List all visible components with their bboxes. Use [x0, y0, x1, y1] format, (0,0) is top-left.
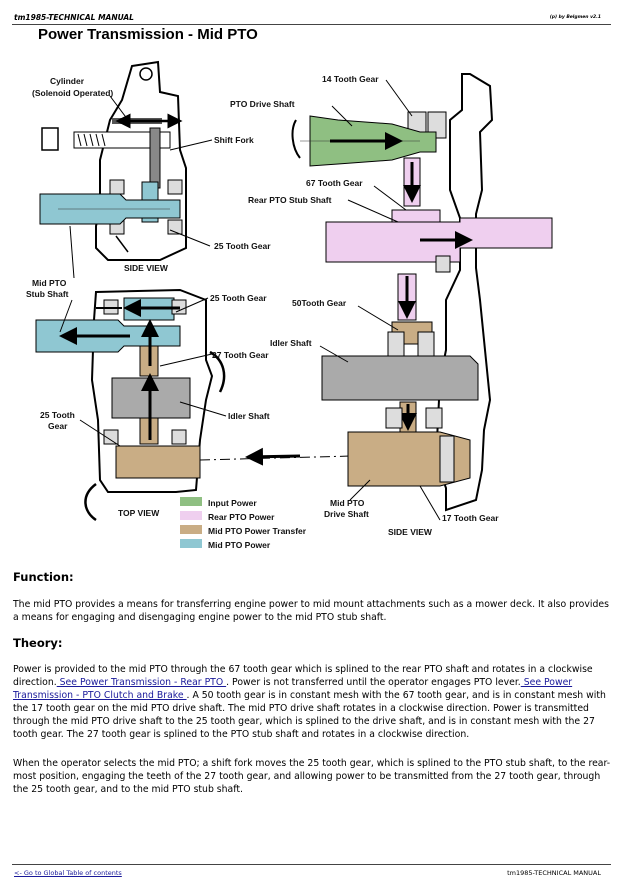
legend-label-transfer: Mid PTO Power Transfer: [208, 526, 307, 536]
legend-label-input: Input Power: [208, 498, 257, 508]
legend: Input Power Rear PTO Power Mid PTO Power…: [180, 497, 307, 550]
label-top-view: TOP VIEW: [118, 508, 160, 518]
theory-text-a: Power is provided to the mid PTO through…: [13, 664, 593, 688]
footer-divider: [12, 864, 611, 865]
theory-paragraph-2: When the operator selects the mid PTO; a…: [13, 758, 611, 795]
link-rear-pto[interactable]: See Power Transmission - Rear PTO: [56, 677, 227, 688]
left-top-view: [35, 288, 226, 522]
label-mid-pto-drive-2: Drive Shaft: [324, 509, 369, 519]
label-25-tooth-gear-b: 25 Tooth Gear: [210, 293, 267, 303]
left-side-view: [39, 60, 187, 261]
header-credit: (p) by Belgmen v2.1: [549, 15, 601, 20]
label-67-tooth-gear: 67 Tooth Gear: [306, 178, 363, 188]
label-rear-pto-stub-shaft: Rear PTO Stub Shaft: [248, 195, 332, 205]
label-14-tooth-gear: 14 Tooth Gear: [322, 74, 379, 84]
header-divider: [12, 24, 611, 25]
right-side-view: [291, 73, 553, 512]
label-25-tooth-c-2: Gear: [48, 421, 68, 431]
label-shift-fork: Shift Fork: [214, 135, 254, 145]
label-mid-pto-stub: Mid PTO: [32, 278, 67, 288]
label-idler-shaft-right: Idler Shaft: [270, 338, 312, 348]
legend-swatch-transfer: [180, 525, 202, 534]
label-25-tooth-c: 25 Tooth: [40, 410, 75, 420]
legend-swatch-mid: [180, 539, 202, 548]
theory-paragraph-1: Power is provided to the mid PTO through…: [13, 663, 613, 741]
label-idler-shaft-left: Idler Shaft: [228, 411, 270, 421]
legend-swatch-rear: [180, 511, 202, 520]
label-cylinder: Cylinder: [50, 76, 85, 86]
label-side-view-right: SIDE VIEW: [388, 527, 433, 537]
label-mid-pto-stub-2: Stub Shaft: [26, 289, 69, 299]
legend-label-mid: Mid PTO Power: [208, 540, 271, 550]
header-manual-title: tm1985-TECHNICAL MANUAL: [14, 13, 134, 22]
figure-title: Power Transmission - Mid PTO: [38, 26, 258, 43]
link-pto-clutch-brake[interactable]: See Power Transmission - PTO Clutch and …: [13, 677, 573, 701]
theory-heading: Theory:: [13, 636, 63, 650]
legend-swatch-input: [180, 497, 202, 506]
label-25-tooth-gear-a: 25 Tooth Gear: [214, 241, 271, 251]
label-27-tooth-gear: 27 Tooth Gear: [212, 350, 269, 360]
function-text: The mid PTO provides a means for transfe…: [13, 599, 609, 623]
legend-label-rear: Rear PTO Power: [208, 512, 275, 522]
label-50-tooth-gear: 50Tooth Gear: [292, 298, 347, 308]
link-global-toc[interactable]: <- Go to Global Table of contents: [14, 869, 122, 877]
pto-diagram: Cylinder (Solenoid Operated) Shift Fork …: [26, 60, 553, 550]
label-side-view-left: SIDE VIEW: [124, 263, 169, 273]
label-pto-drive-shaft: PTO Drive Shaft: [230, 99, 295, 109]
footer-manual-title: tm1985-TECHNICAL MANUAL: [507, 869, 601, 877]
label-cylinder-sub: (Solenoid Operated): [32, 88, 113, 98]
label-17-tooth-gear: 17 Tooth Gear: [442, 513, 499, 523]
function-heading: Function:: [13, 570, 74, 584]
theory-text-b: . Power is not transferred until the ope…: [226, 677, 521, 688]
leader-lines: [59, 79, 441, 521]
label-mid-pto-drive: Mid PTO: [330, 498, 365, 508]
theory-text-c: . A 50 tooth gear is in constant mesh wi…: [13, 690, 606, 740]
